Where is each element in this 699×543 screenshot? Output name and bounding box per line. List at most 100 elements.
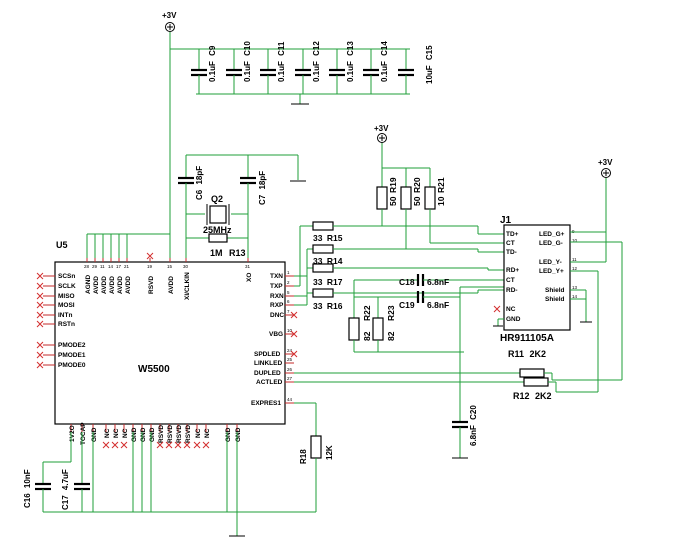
c18-value: 6.8nF — [427, 277, 449, 287]
pin-number: 31 — [245, 264, 251, 269]
pin-label: CT — [506, 277, 515, 284]
pin-label: GND — [506, 316, 521, 323]
u5-right-pins: TXN TXP RXN RXP DNC VBG SPDLED LINKLED D… — [251, 273, 294, 407]
j1-connector: J1 HR911105A TD+ CT TD- RD+ CT RD- NC GN… — [493, 215, 592, 344]
r19-ref: R19 — [388, 177, 398, 193]
pin-label: GND — [225, 427, 232, 442]
cap-ref: C11 — [277, 41, 286, 56]
rx-network: C18 6.8nF C19 6.8nF R22 82 R23 82 — [348, 274, 504, 353]
c6-value: 18pF — [195, 166, 204, 185]
pin-label: MISO — [58, 293, 75, 300]
pin-number: 5 — [287, 290, 290, 295]
pin-label: RXN — [270, 293, 284, 300]
pin-label: RSVD — [158, 425, 165, 443]
svg-text:0.1uF C10: 0.1uF C10 — [243, 41, 252, 82]
cap-c9: 0.1uF C9 — [191, 45, 217, 94]
c19-ref: C19 — [399, 300, 415, 310]
pin-label: AVDD — [125, 276, 132, 294]
j1-part: HR911105A — [500, 333, 554, 344]
pin-label: NC — [113, 428, 120, 438]
svg-text:R11 2K2: R11 2K2 — [508, 349, 546, 359]
pin-label: RSVD — [185, 425, 192, 443]
r20-ref: R20 — [412, 177, 422, 193]
c20-value: 6.8nF — [469, 425, 478, 446]
pin-label: RD- — [506, 287, 518, 294]
power-symbol-3: +3V — [598, 158, 613, 178]
r19-value: 50 — [388, 196, 398, 206]
pin-number: 13 — [572, 285, 578, 290]
power-symbol-1: +3V — [162, 11, 177, 32]
u5-right-pin-numbers: 1 2 5 6 7 10 24 25 26 27 44 — [287, 270, 293, 402]
cap-ref: C14 — [380, 41, 389, 56]
u5-bottom-pins: 1V2O TOCAP GND NC NC NC GND GND GND RSVD… — [69, 422, 242, 445]
pin-number: 24 — [287, 348, 293, 353]
pin-label: AVDD — [101, 276, 108, 294]
svg-text:0.1uF C14: 0.1uF C14 — [380, 41, 389, 82]
r11-ref: R11 — [508, 349, 524, 359]
crystal-ref: Q2 — [211, 194, 223, 204]
cap-value: 0.1uF — [277, 61, 286, 82]
pin-label: SPDLED — [254, 351, 281, 358]
pin-label: 1V2O — [69, 425, 76, 442]
termination-resistors: R19 50 R20 50 R21 10 — [376, 143, 504, 249]
pin-label: ACTLED — [256, 379, 283, 386]
power-label: +3V — [598, 158, 613, 167]
c16-ref: C16 — [23, 493, 32, 508]
r21-ref: R21 — [436, 177, 446, 193]
pin-label: LED_G- — [539, 240, 563, 247]
pin-number: 11 — [572, 257, 577, 262]
pin-number: 19 — [147, 264, 153, 269]
cap-c15: 10uF C15 — [398, 45, 434, 94]
pin-label: NC — [195, 428, 202, 438]
pin-label: TXP — [270, 283, 283, 290]
r23-ref: R23 — [386, 305, 396, 321]
svg-text:0.1uF C9: 0.1uF C9 — [208, 45, 217, 82]
c19-value: 6.8nF — [427, 300, 449, 310]
r17-ref: R17 — [327, 277, 343, 287]
r13-ref: R13 — [229, 248, 246, 258]
cap-c11: 0.1uF C11 — [260, 41, 286, 94]
pin-label: DUPLED — [254, 370, 281, 377]
pin-number: 15 — [167, 264, 173, 269]
pin-label: CT — [506, 240, 515, 247]
cap-ref: C10 — [243, 41, 252, 56]
r11-value: 2K2 — [530, 349, 547, 359]
pin-number: 17 — [116, 264, 122, 269]
u5-ref: U5 — [56, 240, 68, 250]
pin-label: PMODE1 — [58, 352, 86, 359]
series-resistors: 33 R15 33 R14 33 R17 33 R16 — [294, 221, 504, 311]
pin-label: PMODE2 — [58, 342, 86, 349]
svg-text:0.1uF C11: 0.1uF C11 — [277, 41, 286, 82]
pin-label: Shield — [545, 296, 565, 303]
pin-label: XI/CLKIN — [184, 272, 191, 300]
pin-number: 12 — [572, 266, 578, 271]
svg-text:R12 2K2: R12 2K2 — [513, 391, 552, 401]
r23-value: 82 — [386, 331, 396, 341]
r14-value: 33 — [313, 256, 323, 266]
pin-label: AGND — [85, 275, 92, 294]
r17-value: 33 — [313, 277, 323, 287]
pin-label: SCLK — [58, 283, 76, 290]
r16-value: 33 — [313, 301, 323, 311]
u5-right-nc-marks — [290, 311, 298, 358]
u5-left-pins: SCSn SCLK MISO MOSI INTn RSTn PMODE2 PMO… — [43, 273, 86, 369]
pin-label: RD+ — [506, 267, 519, 274]
cap-value: 0.1uF — [312, 61, 321, 82]
u5-name: W5500 — [138, 364, 170, 375]
cap-c10: 0.1uF C10 — [226, 41, 252, 94]
cap-c14: 0.1uF C14 — [363, 41, 389, 94]
pin-label: GND — [131, 427, 138, 442]
pin-label: AVDD — [168, 276, 175, 294]
pin-number: 28 — [84, 264, 90, 269]
pin-label: GND — [91, 427, 98, 442]
led-wiring: R11 2K2 R12 2K2 — [294, 178, 623, 401]
cap-ref: C9 — [208, 45, 217, 56]
r18-value: 12K — [325, 445, 334, 460]
r22-value: 82 — [362, 331, 372, 341]
pin-label: RSVD — [176, 425, 183, 443]
r22-ref: R22 — [362, 305, 372, 321]
pin-label: GND — [235, 427, 242, 442]
u5-bottom-wiring: C16 10nF C17 4.7uF — [23, 432, 316, 537]
pin-label: AVDD — [117, 276, 124, 294]
r13-value: 1M — [210, 248, 223, 258]
